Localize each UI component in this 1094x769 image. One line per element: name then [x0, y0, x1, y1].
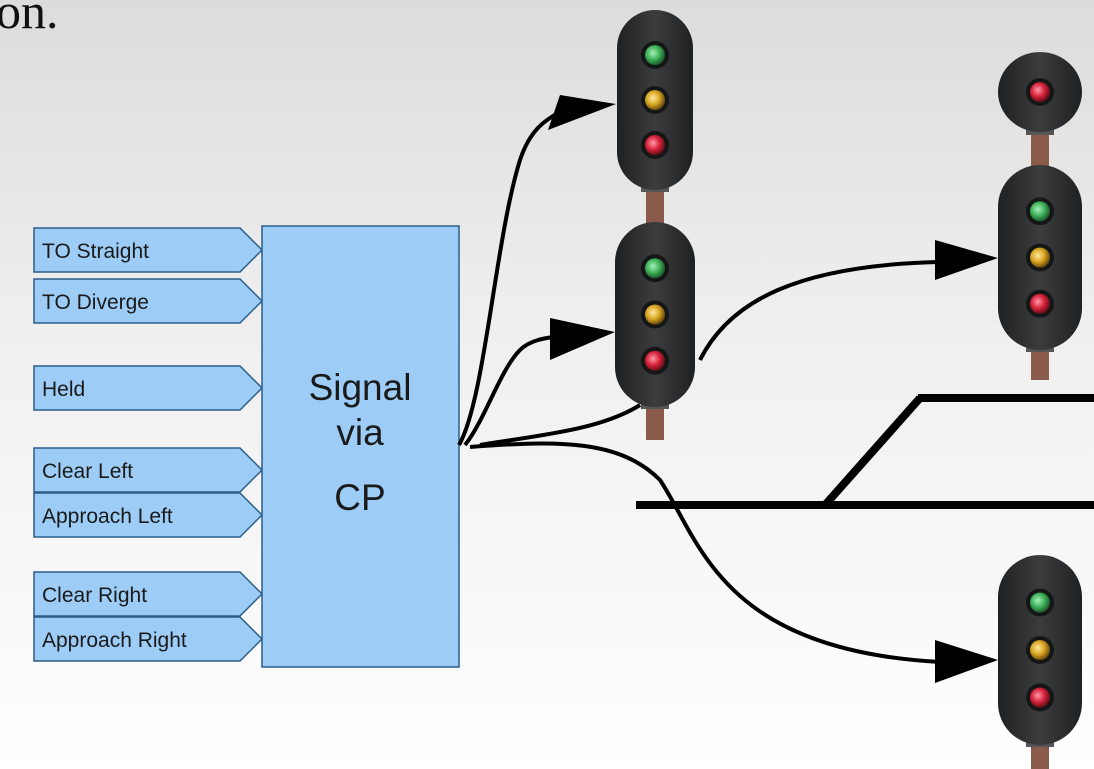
input-label-2: TO Diverge — [33, 278, 264, 324]
output-connectors — [457, 110, 941, 664]
track — [636, 394, 1094, 509]
arrowheads — [548, 95, 998, 683]
arrowhead-right-upper — [935, 240, 998, 280]
block-label-line3: CP — [334, 477, 385, 518]
input-pentagon — [33, 492, 264, 538]
input-pentagon — [33, 278, 264, 324]
input-pentagon — [33, 571, 264, 617]
signal-heads — [615, 10, 1082, 769]
input-label-4: Clear Left — [33, 447, 264, 493]
green-lamp — [1030, 201, 1050, 222]
signal-left-upper — [617, 10, 693, 225]
input-label-text: TO Diverge — [42, 291, 149, 314]
curve-to-signal-right-upper — [698, 260, 941, 361]
red-lamp — [1030, 82, 1050, 102]
signal-mast — [646, 182, 664, 225]
red-lamp — [645, 135, 665, 155]
signal-via-cp-block: Signal via CP — [261, 225, 460, 668]
yellow-lamp — [1030, 247, 1050, 268]
input-label-7: Approach Right — [33, 616, 264, 662]
yellow-lamp — [1030, 640, 1050, 660]
input-label-text: TO Straight — [42, 240, 149, 263]
caption-fragment: on. — [0, 0, 59, 39]
input-label-1: TO Straight — [33, 227, 264, 273]
yellow-lamp — [645, 90, 665, 110]
input-label-text: Clear Right — [42, 584, 147, 607]
input-pentagon — [33, 365, 264, 411]
signal-right-lower — [998, 555, 1082, 769]
input-label-6: Clear Right — [33, 571, 264, 617]
block-label-line1: Signal — [309, 367, 412, 408]
cp-block-box — [261, 225, 460, 668]
input-label-3: Held — [33, 365, 264, 411]
curve-to-signal-mid-left — [463, 334, 561, 447]
curve-to-signal-bottom — [469, 441, 941, 664]
signal-mast — [646, 399, 664, 440]
input-pentagon — [33, 616, 264, 662]
arrowhead-mid-left — [550, 318, 615, 360]
input-label-text: Held — [42, 378, 85, 401]
curve-to-signal-top-left — [457, 110, 561, 446]
track-diverging-line — [822, 395, 923, 508]
input-pentagon — [33, 227, 264, 273]
green-lamp — [645, 45, 665, 65]
red-lamp — [1030, 293, 1050, 314]
input-label-text: Clear Left — [42, 460, 133, 483]
signal-right-upper — [998, 52, 1082, 380]
block-label-line2: via — [336, 412, 384, 453]
red-lamp — [645, 350, 665, 371]
input-label-text: Approach Right — [42, 629, 187, 652]
signal-mast — [1031, 125, 1049, 170]
input-label-5: Approach Left — [33, 492, 264, 538]
curve-to-signal-mid-left-base — [479, 403, 642, 447]
green-lamp — [645, 258, 665, 279]
arrowhead-top-left — [548, 95, 616, 130]
signal-left-lower — [615, 222, 695, 440]
input-pentagon — [33, 447, 264, 493]
arrowhead-bottom — [935, 640, 998, 683]
yellow-lamp — [645, 304, 665, 325]
input-label-text: Approach Left — [42, 505, 173, 528]
green-lamp — [1030, 592, 1050, 613]
red-lamp — [1030, 687, 1050, 708]
